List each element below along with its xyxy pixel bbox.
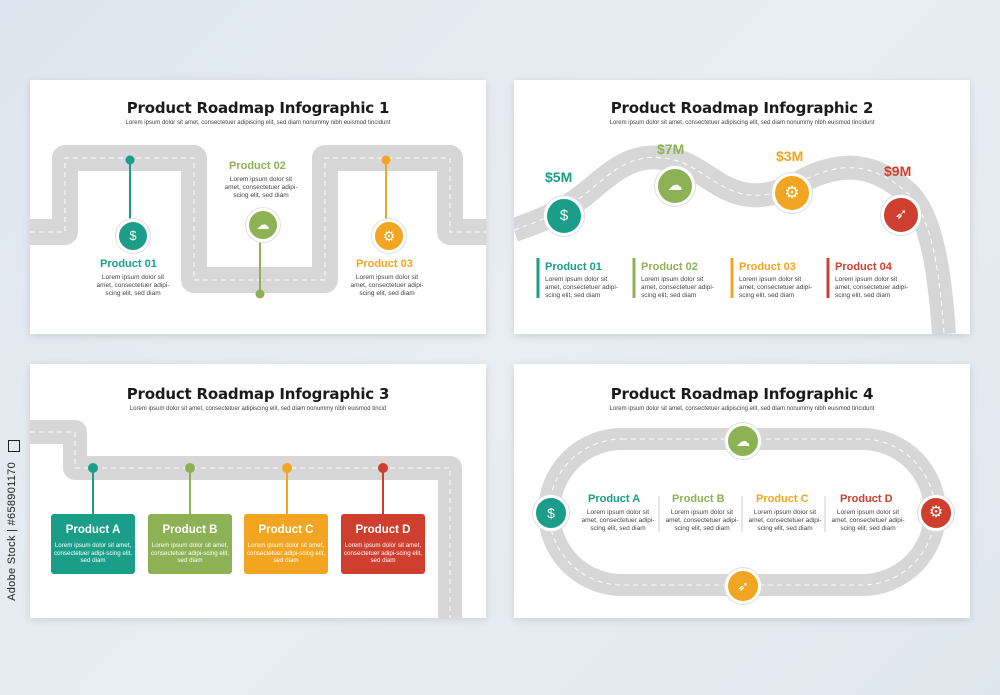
slide-subtitle: Lorem ipsum dolor sit amet, consectetuer… (125, 120, 391, 126)
product-d-title: Product D (355, 524, 411, 536)
stock-logo-icon (8, 440, 20, 452)
product-04-title: Product 04 (835, 261, 892, 273)
gear-icon: ⚙ (918, 495, 954, 531)
product-a-title: Product A (65, 524, 121, 536)
rocket-icon: ➶ (881, 195, 921, 235)
product-b-title: Product B (672, 493, 725, 505)
product-d-desc: Lorem ipsum dolor sit amet, consectetuer… (343, 542, 423, 564)
money-bag-icon: $ (533, 495, 569, 531)
rocket-icon: ➶ (725, 568, 761, 604)
product-c-desc: Lorem ipsum dolor sit amet, consectetuer… (246, 542, 326, 564)
product-01-title: Product 01 (100, 258, 157, 270)
slide-2: Product Roadmap Infographic 2 Lorem ipsu… (514, 80, 970, 334)
product-c-title: Product C (258, 524, 314, 536)
slide-3: Product Roadmap Infographic 3 Lorem ipsu… (30, 364, 486, 618)
product-01-desc: Lorem ipsum dolor sit amet, consectetuer… (545, 276, 618, 299)
slide-title: Product Roadmap Infographic 3 (126, 385, 390, 403)
product-01-desc: Lorem ipsum dolor sit amet, consectetuer… (96, 274, 170, 297)
product-b-desc: Lorem ipsum dolor sit amet, consectetuer… (150, 542, 230, 564)
road-map-3 (30, 420, 462, 618)
product-03-title: Product 03 (739, 261, 796, 273)
slide-title: Product Roadmap Infographic 1 (126, 99, 390, 117)
product-a-card: Product A Lorem ipsum dolor sit amet, co… (51, 514, 135, 574)
road-map-1 (30, 145, 486, 299)
slide-subtitle: Lorem ipsum dolor sit amet, consectetuer… (129, 406, 387, 412)
value-label: $5M (545, 169, 573, 185)
product-01-title: Product 01 (545, 261, 602, 273)
value-label: $3M (776, 148, 804, 164)
slide-subtitle: Lorem ipsum dolor sit amet, consectetuer… (609, 406, 875, 412)
gear-icon: ⚙ (372, 219, 406, 253)
cloud-upload-icon: ☁ (725, 423, 761, 459)
product-a-title: Product A (588, 493, 641, 505)
stock-watermark: Adobe Stock | #658901170 (6, 462, 18, 601)
product-03-title: Product 03 (356, 258, 413, 270)
product-a-desc: Lorem ipsum dolor sit amet, consectetuer… (581, 509, 655, 532)
cloud-upload-icon: ☁ (246, 208, 280, 242)
product-02-desc: Lorem ipsum dolor sit amet, consectetuer… (641, 276, 714, 299)
product-d-desc: Lorem ipsum dolor sit amet, consectetuer… (831, 509, 905, 532)
product-03-desc: Lorem ipsum dolor sit amet, consectetuer… (350, 274, 424, 297)
product-a-desc: Lorem ipsum dolor sit amet, consectetuer… (53, 542, 133, 564)
value-label: $7M (657, 141, 685, 157)
product-02-desc: Lorem ipsum dolor sit amet, consectetuer… (224, 176, 298, 199)
product-d-card: Product D Lorem ipsum dolor sit amet, co… (341, 514, 425, 574)
money-bag-icon: $ (116, 219, 150, 253)
gear-icon: ⚙ (772, 173, 812, 213)
product-b-desc: Lorem ipsum dolor sit amet, consectetuer… (665, 509, 739, 532)
product-03-desc: Lorem ipsum dolor sit amet, consectetuer… (739, 276, 812, 299)
money-bag-icon: $ (544, 196, 584, 236)
product-b-card: Product B Lorem ipsum dolor sit amet, co… (148, 514, 232, 574)
slide-title: Product Roadmap Infographic 2 (610, 99, 874, 117)
product-b-title: Product B (162, 524, 218, 536)
product-02-title: Product 02 (229, 160, 286, 172)
product-c-desc: Lorem ipsum dolor sit amet, consectetuer… (748, 509, 822, 532)
value-label: $9M (884, 163, 912, 179)
slide-1: Product Roadmap Infographic 1 Lorem ipsu… (30, 80, 486, 334)
slide-subtitle: Lorem ipsum dolor sit amet, consectetuer… (609, 120, 875, 126)
slide-title: Product Roadmap Infographic 4 (610, 385, 874, 403)
slide-4: Product Roadmap Infographic 4 Lorem ipsu… (514, 364, 970, 618)
product-c-card: Product C Lorem ipsum dolor sit amet, co… (244, 514, 328, 574)
product-02-title: Product 02 (641, 261, 698, 273)
product-04-desc: Lorem ipsum dolor sit amet, consectetuer… (835, 276, 908, 299)
product-c-title: Product C (756, 493, 809, 505)
product-d-title: Product D (840, 493, 893, 505)
cloud-upload-icon: ☁ (655, 166, 695, 206)
